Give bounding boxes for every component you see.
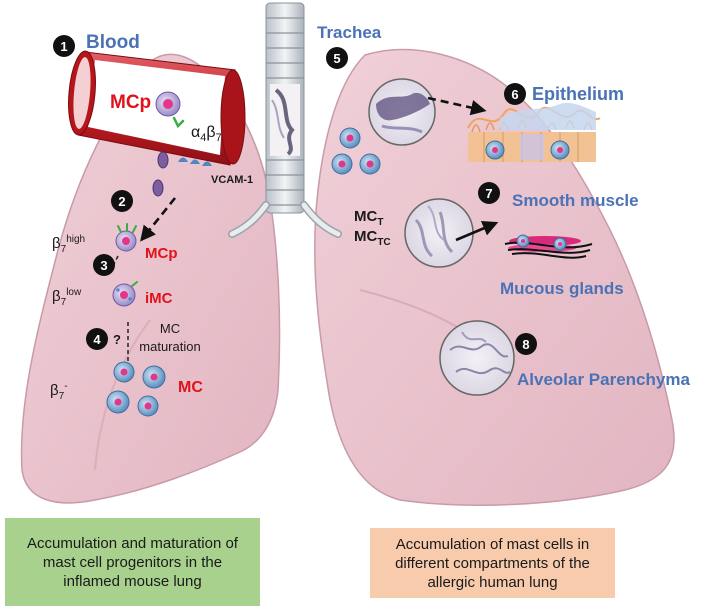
beta-symbol: β xyxy=(206,124,215,141)
beta7-low-sub: 7 xyxy=(61,297,67,308)
arrow-to-epithelium xyxy=(427,96,487,116)
transmigrating-cells xyxy=(152,151,169,197)
histology-alveolar xyxy=(439,320,515,396)
beta7-low-sup: low xyxy=(66,287,82,298)
migration-arrow xyxy=(140,197,177,242)
epithelium-illustration xyxy=(467,102,601,162)
beta7-low-label: β7low xyxy=(52,287,82,308)
question-mark: ? xyxy=(113,332,121,347)
mctc-sub: TC xyxy=(377,237,390,248)
svg-text:8: 8 xyxy=(522,337,529,352)
mctc-base: MC xyxy=(354,228,377,245)
vcam-1-receptors xyxy=(178,157,212,166)
mcp-cell-high xyxy=(115,223,137,252)
beta-subscript: 7 xyxy=(216,132,222,144)
caption-right: Accumulation of mast cells in different … xyxy=(370,528,615,598)
beta7-high-sup: high xyxy=(66,234,85,245)
mc-maturation-line2: maturation xyxy=(139,339,200,354)
blood-vessel xyxy=(68,50,246,166)
smooth-muscle-label: Smooth muscle xyxy=(512,191,639,210)
svg-text:7: 7 xyxy=(485,186,492,201)
svg-text:1: 1 xyxy=(60,39,67,54)
svg-text:4: 4 xyxy=(93,332,101,347)
mctc-label: MCTC xyxy=(354,228,391,248)
beta7-high-label: β7high xyxy=(52,234,85,255)
beta7-neg-sup: - xyxy=(64,381,67,392)
mc-cluster-right xyxy=(331,127,381,175)
step-badge-4: 4 xyxy=(86,328,108,350)
svg-text:3: 3 xyxy=(100,258,107,273)
step-badge-6: 6 xyxy=(504,83,526,105)
histology-airway xyxy=(368,78,436,146)
mucous-glands-label: Mucous glands xyxy=(500,279,624,298)
caption-left: Accumulation and maturation of mast cell… xyxy=(5,518,260,606)
alpha-subscript: 4 xyxy=(200,132,206,144)
step-badge-3: 3 xyxy=(93,254,115,276)
beta7-high-sub: 7 xyxy=(61,244,67,255)
mct-base: MC xyxy=(354,208,377,225)
right-lung xyxy=(314,48,675,506)
svg-text:6: 6 xyxy=(511,87,518,102)
trachea xyxy=(228,2,342,238)
beta7-low-base: β xyxy=(52,288,61,305)
svg-text:2: 2 xyxy=(118,194,125,209)
histology-smooth-muscle xyxy=(404,198,474,268)
alpha-symbol: α xyxy=(191,124,200,141)
vcam-1-label: VCAM-1 xyxy=(211,174,253,186)
step-badge-7: 7 xyxy=(478,182,500,204)
left-lung xyxy=(20,53,281,504)
alpha4-beta7-label: α4β7 xyxy=(191,124,222,144)
mct-sub: T xyxy=(377,217,383,228)
imc-label: iMC xyxy=(145,290,173,307)
mcp-high-label: MCp xyxy=(145,245,178,262)
smooth-muscle-illustration xyxy=(504,234,593,259)
mct-label: MCT xyxy=(354,208,383,228)
mcp-cell-vessel xyxy=(155,91,185,129)
trachea-label: Trachea xyxy=(317,23,382,42)
svg-text:5: 5 xyxy=(333,51,340,66)
epithelium-label: Epithelium xyxy=(532,84,624,104)
alveolar-parenchyma-label: Alveolar Parenchyma xyxy=(517,370,690,389)
beta7-neg-base: β xyxy=(50,382,59,399)
imc-cell xyxy=(112,281,138,307)
mcp-vessel-label: MCp xyxy=(110,92,151,113)
step-badge-2: 2 xyxy=(111,190,133,212)
arrow-to-smooth-muscle xyxy=(455,221,499,242)
blood-label: Blood xyxy=(86,32,140,53)
mc-maturation-line1: MC xyxy=(160,321,180,336)
beta7-high-base: β xyxy=(52,235,61,252)
beta7-neg-label: β7- xyxy=(50,381,68,402)
step-badge-8: 8 xyxy=(515,333,537,355)
mc-label: MC xyxy=(178,379,203,396)
step-badge-5: 5 xyxy=(326,47,348,69)
step-badge-1: 1 xyxy=(53,35,75,57)
mature-mc-cells xyxy=(106,361,166,417)
beta7-neg-sub: 7 xyxy=(59,391,65,402)
